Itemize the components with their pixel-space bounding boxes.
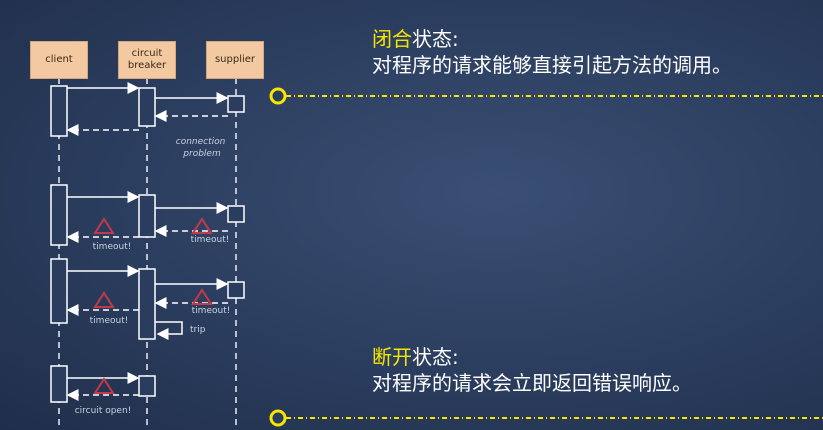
- timeout-label: timeout!: [191, 235, 230, 245]
- closed-state-caption: 闭合状态: 对程序的请求能够直接引起方法的调用。: [372, 26, 732, 78]
- actor-circuit-breaker-label: circuit breaker: [127, 48, 167, 71]
- closed-state-title-rest: 状态:: [412, 27, 459, 51]
- trip-label: trip: [190, 325, 206, 335]
- open-state-title: 断开状态:: [372, 344, 692, 370]
- breaker-activation-1: [138, 87, 156, 127]
- warning-triangle-icon: [191, 217, 213, 234]
- timeout-label: timeout!: [90, 316, 129, 326]
- actor-client-label: client: [45, 54, 73, 65]
- closed-state-highlight: 闭合: [372, 27, 412, 51]
- breaker-activation-2: [138, 194, 156, 238]
- breaker-activation-3: [138, 268, 156, 340]
- client-activation-3: [50, 258, 68, 324]
- timeout-label: timeout!: [93, 242, 132, 252]
- closed-state-description: 对程序的请求能够直接引起方法的调用。: [372, 53, 732, 77]
- warning-triangle-icon: [93, 377, 115, 394]
- warning-triangle-icon: [93, 291, 115, 308]
- open-state-title-rest: 状态:: [412, 345, 459, 369]
- connection-problem-label: connection problem: [176, 137, 228, 159]
- timeout-label: timeout!: [192, 306, 231, 316]
- closed-state-title: 闭合状态:: [372, 26, 732, 52]
- supplier-activation-1: [227, 95, 245, 113]
- trip-self-arrow: [155, 321, 183, 340]
- supplier-activation-3: [227, 281, 245, 299]
- actor-circuit-breaker: circuit breaker: [118, 41, 176, 79]
- open-state-highlight: 断开: [372, 345, 412, 369]
- open-state-description: 对程序的请求会立即返回错误响应。: [372, 371, 692, 395]
- pointer-dot-closed: [269, 87, 287, 105]
- actor-supplier: supplier: [206, 41, 264, 79]
- supplier-activation-2: [227, 205, 245, 223]
- client-activation-4: [50, 365, 68, 403]
- actor-supplier-label: supplier: [214, 54, 256, 65]
- warning-triangle-icon: [191, 288, 213, 305]
- client-activation-1: [50, 85, 68, 137]
- pointer-dot-open: [269, 409, 287, 427]
- actor-client: client: [30, 41, 88, 79]
- open-state-caption: 断开状态: 对程序的请求会立即返回错误响应。: [372, 344, 692, 396]
- client-activation-2: [50, 184, 68, 246]
- warning-triangle-icon: [93, 217, 115, 234]
- circuit-open-label: circuit open!: [75, 406, 132, 416]
- breaker-activation-4: [138, 375, 156, 397]
